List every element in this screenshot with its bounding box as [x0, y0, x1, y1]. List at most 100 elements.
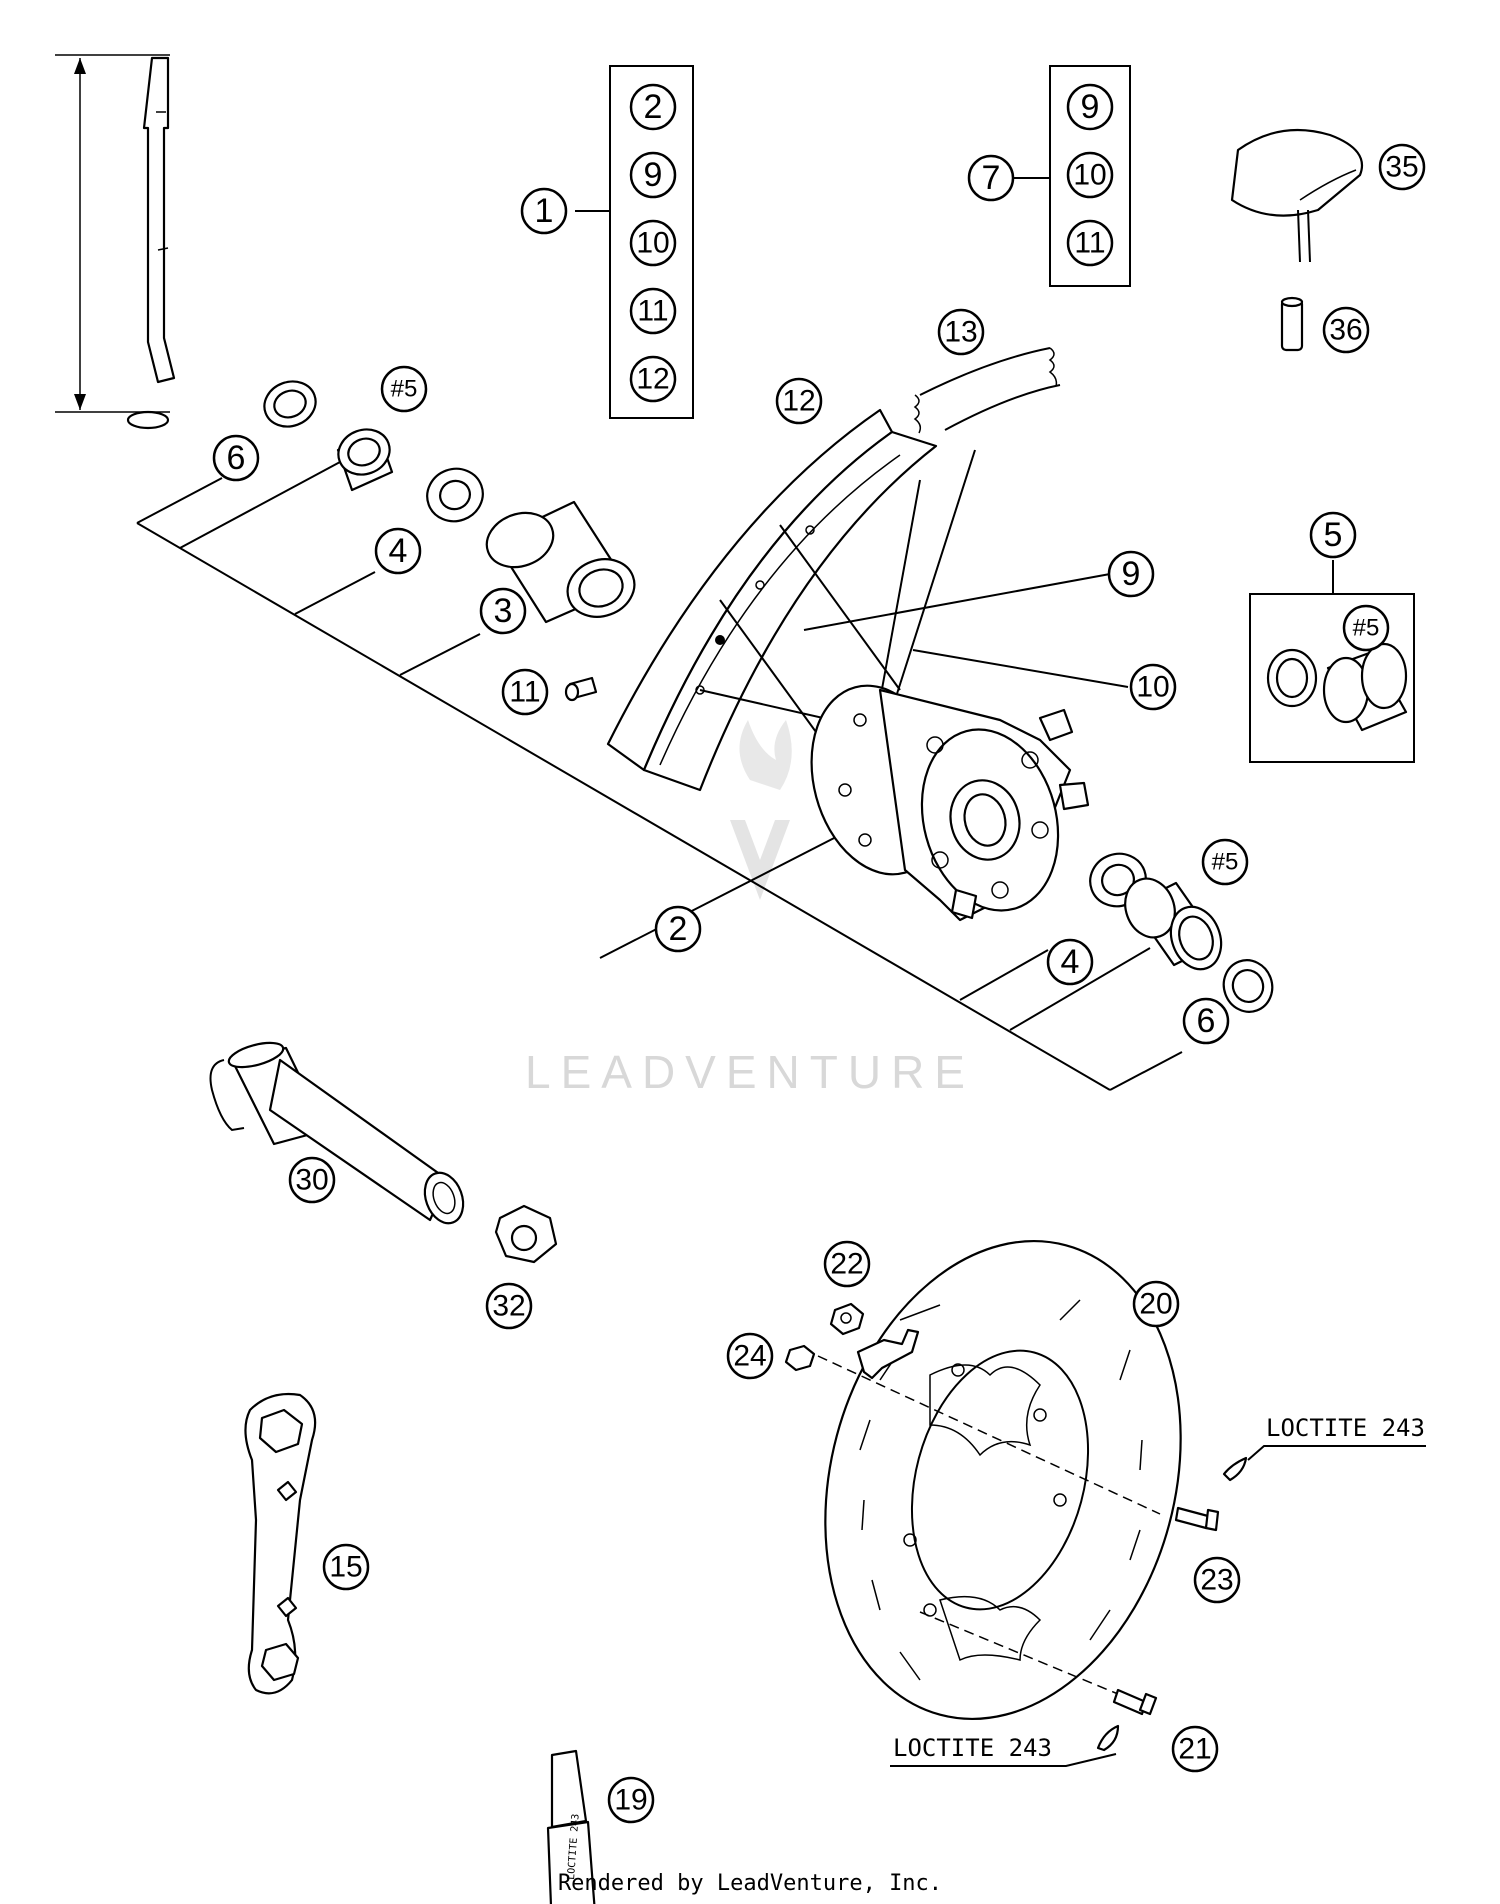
svg-text:3: 3	[494, 592, 513, 630]
svg-text:10: 10	[1073, 159, 1106, 192]
kit-1-item: 2	[629, 83, 677, 131]
svg-text:12: 12	[782, 385, 815, 418]
valve-cap	[1230, 128, 1363, 263]
callout-15: 15	[322, 1543, 370, 1591]
kit-5-box	[1249, 560, 1415, 763]
svg-text:21: 21	[1178, 1733, 1211, 1766]
mounting-dashed-lines	[817, 1355, 1161, 1695]
callout-10: 10	[1129, 663, 1177, 711]
svg-text:35: 35	[1385, 151, 1418, 184]
callout-24: 24	[726, 1332, 774, 1380]
callout-12: 12	[775, 377, 823, 425]
loctite-note-bottom: LOCTITE 243	[890, 1734, 1117, 1767]
callout-1: 1	[520, 187, 568, 235]
disc-bolt-21	[1096, 1688, 1158, 1752]
svg-text:#5: #5	[391, 376, 418, 403]
svg-text:13: 13	[944, 316, 977, 349]
kit-7-item: 10	[1066, 151, 1114, 199]
kit-1-item: 12	[629, 355, 677, 403]
spoke-dimension-drawing	[55, 54, 176, 430]
rim	[606, 408, 938, 792]
callout-32: 32	[485, 1282, 533, 1330]
kit-1-item: 11	[629, 287, 677, 335]
loctite-text-top: LOCTITE 243	[1266, 1414, 1425, 1442]
svg-text:12: 12	[636, 363, 669, 396]
svg-text:9: 9	[1081, 88, 1100, 126]
spoke-nipple	[564, 676, 598, 702]
svg-text:6: 6	[227, 439, 246, 477]
inner-tube	[913, 347, 1061, 434]
callout-6b: 6	[1182, 997, 1230, 1045]
brake-disc	[824, 1239, 1182, 1721]
callout-7: 7	[967, 154, 1015, 202]
svg-text:#5: #5	[1353, 615, 1380, 642]
svg-text:#5: #5	[1212, 849, 1239, 876]
svg-text:22: 22	[830, 1248, 863, 1281]
svg-text:4: 4	[389, 532, 408, 570]
watermark-text: LEADVENTURE	[525, 1046, 975, 1098]
svg-text:24: 24	[733, 1340, 766, 1373]
svg-text:15: 15	[329, 1551, 362, 1584]
loctite-note-top: LOCTITE 243	[1247, 1414, 1426, 1461]
axle	[209, 1041, 465, 1225]
callout-5a: #5	[380, 365, 428, 413]
kit-1-box	[575, 65, 694, 419]
left-hub-parts	[263, 380, 636, 624]
callout-5b: #5	[1201, 838, 1249, 886]
svg-text:36: 36	[1329, 314, 1362, 347]
callout-6: 6	[212, 434, 260, 482]
right-hub-parts	[1089, 852, 1274, 1013]
svg-text:2: 2	[644, 88, 663, 126]
tube-label: LOCTITE 243	[566, 1813, 582, 1880]
callout-30: 30	[288, 1156, 336, 1204]
callout-19: 19	[607, 1776, 655, 1824]
valve-nut	[1280, 296, 1304, 352]
kit-1-item: 9	[629, 151, 677, 199]
callout-22: 22	[823, 1240, 871, 1288]
kit-1-item: 10	[629, 219, 677, 267]
svg-text:9: 9	[644, 156, 663, 194]
callout-11: 11	[501, 668, 549, 716]
svg-text:2: 2	[669, 910, 688, 948]
watermark: LEADVENTURE	[525, 720, 975, 1098]
svg-text:5: 5	[1324, 516, 1343, 554]
svg-text:1: 1	[535, 192, 554, 230]
disc-bracket-parts	[784, 1302, 920, 1380]
callout-5: 5	[1309, 511, 1357, 559]
hub	[810, 684, 1090, 922]
axle-nut	[494, 1204, 558, 1264]
svg-text:9: 9	[1122, 555, 1141, 593]
threadlocker-tube: LOCTITE 243	[546, 1749, 596, 1904]
kit-7-box	[1014, 65, 1131, 287]
svg-text:6: 6	[1197, 1002, 1216, 1040]
callout-36: 36	[1322, 306, 1370, 354]
wrench	[244, 1392, 317, 1695]
callout-3: 3	[479, 587, 527, 635]
svg-text:30: 30	[295, 1164, 328, 1197]
svg-text:19: 19	[614, 1784, 647, 1817]
callout-5c: #5	[1342, 604, 1390, 652]
callout-9: 9	[1107, 550, 1155, 598]
callout-2: 2	[654, 905, 702, 953]
svg-text:32: 32	[492, 1290, 525, 1323]
callout-4b: 4	[1046, 938, 1094, 986]
loctite-text-bottom: LOCTITE 243	[893, 1734, 1052, 1762]
callout-13: 13	[937, 308, 985, 356]
callout-35: 35	[1378, 143, 1426, 191]
svg-text:7: 7	[982, 159, 1001, 197]
svg-text:23: 23	[1200, 1564, 1233, 1597]
callout-23: 23	[1193, 1556, 1241, 1604]
svg-text:11: 11	[509, 676, 540, 709]
svg-text:4: 4	[1061, 943, 1080, 981]
svg-text:10: 10	[636, 227, 669, 260]
svg-text:20: 20	[1139, 1288, 1172, 1321]
callout-20: 20	[1132, 1280, 1180, 1328]
svg-text:11: 11	[1074, 227, 1105, 260]
axle-leader-lines	[136, 461, 1183, 1091]
footer-credit: Rendered by LeadVenture, Inc.	[558, 1871, 942, 1896]
kit-7-item: 11	[1066, 219, 1114, 267]
disc-bolt-23	[1174, 1456, 1248, 1532]
callout-4: 4	[374, 527, 422, 575]
svg-text:11: 11	[637, 295, 668, 328]
